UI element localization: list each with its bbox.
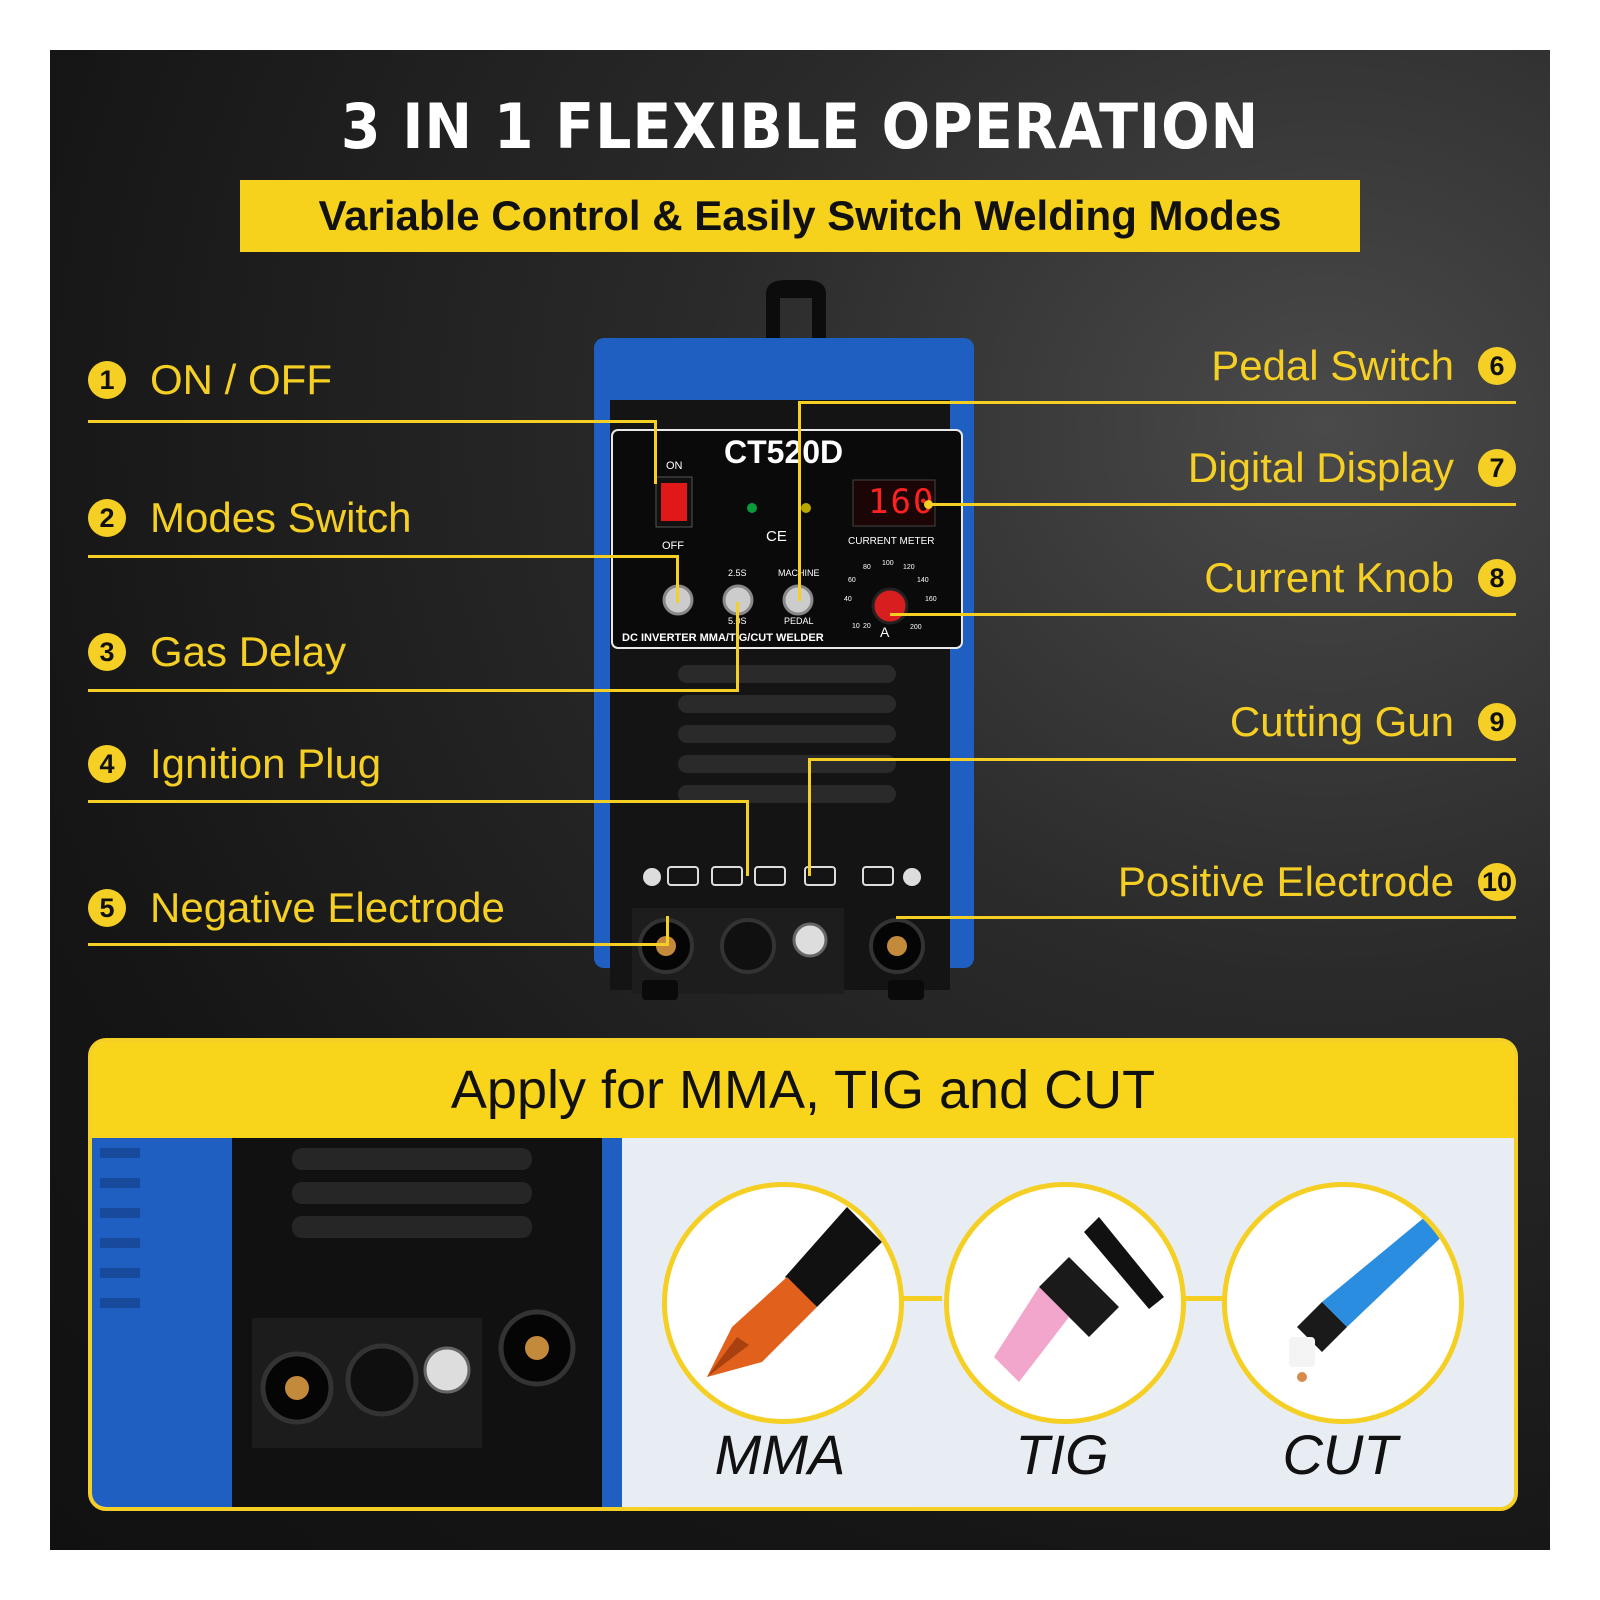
page-title: 3 IN 1 FLEXIBLE OPERATION	[340, 90, 1260, 163]
callout-label: Negative Electrode	[150, 884, 505, 931]
callout-positive-electrode: Positive Electrode 10	[1118, 858, 1516, 906]
digital-display	[852, 479, 936, 527]
knob-scale-140: 140	[917, 577, 929, 584]
callout-number: 5	[88, 889, 126, 927]
panel-footer-label: DC INVERTER MMA/TIG/CUT WELDER	[622, 632, 824, 644]
product-infographic: 3 IN 1 FLEXIBLE OPERATION Variable Contr…	[50, 50, 1550, 1550]
subtitle-banner: Variable Control & Easily Switch Welding…	[240, 180, 1360, 252]
plasma-cutter-icon	[1289, 1207, 1452, 1382]
knob-scale-120: 120	[903, 564, 915, 571]
knob-scale-80: 80	[863, 564, 871, 571]
callout-number: 2	[88, 499, 126, 537]
leader-line	[88, 800, 748, 803]
current-meter-label: CURRENT METER	[848, 536, 935, 547]
callout-label: Cutting Gun	[1229, 698, 1454, 745]
callout-digital-display: Digital Display 7	[1188, 444, 1516, 492]
cutting-gun-socket	[423, 1346, 471, 1394]
cutting-gun-socket	[792, 922, 828, 958]
callout-label: Digital Display	[1187, 444, 1454, 491]
knob-scale-200: 200	[910, 624, 922, 631]
mode-connector	[892, 1296, 942, 1301]
callout-number: 3	[88, 633, 126, 671]
pedal-label: PEDAL	[784, 616, 814, 626]
callout-on-off: 1 ON / OFF	[88, 356, 332, 404]
ignition-socket	[345, 1343, 419, 1417]
callout-label: Gas Delay	[150, 628, 347, 675]
callout-ignition-plug: 4 Ignition Plug	[88, 740, 381, 788]
tig-torch-icon	[994, 1217, 1164, 1382]
tig-circle	[944, 1182, 1186, 1424]
callout-number: 9	[1478, 703, 1516, 741]
knob-scale-100: 100	[882, 560, 894, 567]
apply-section: Apply for MMA, TIG and CUT	[88, 1038, 1518, 1511]
leader-line	[654, 420, 657, 484]
leader-line	[676, 555, 679, 603]
callout-number: 1	[88, 361, 126, 399]
mma-circle	[662, 1182, 904, 1424]
off-label: OFF	[662, 540, 684, 552]
callout-pedal-switch: Pedal Switch 6	[1211, 342, 1516, 390]
callout-modes-switch: 2 Modes Switch	[88, 494, 411, 542]
callout-current-knob: Current Knob 8	[1204, 554, 1516, 602]
callout-gas-delay: 3 Gas Delay	[88, 628, 346, 676]
welder-machine-illustration	[594, 280, 974, 1000]
callout-cutting-gun: Cutting Gun 9	[1230, 698, 1516, 746]
knob-scale-40: 40	[844, 596, 852, 603]
cut-circle	[1222, 1182, 1464, 1424]
gas-delay-top-label: 2.5S	[728, 568, 747, 578]
display-value: 160	[868, 482, 936, 522]
callout-label: ON / OFF	[150, 356, 332, 403]
callout-label: Pedal Switch	[1211, 342, 1454, 389]
ce-mark: CE	[766, 528, 787, 545]
leader-dot	[924, 500, 933, 509]
knob-scale-160: 160	[925, 596, 937, 603]
callout-number: 7	[1478, 449, 1516, 487]
vent-slots	[678, 665, 896, 803]
knob-scale-20: 20	[863, 623, 871, 630]
leader-line	[896, 916, 1516, 919]
leader-line	[88, 689, 738, 692]
callout-number: 8	[1478, 559, 1516, 597]
ampere-label: A	[880, 624, 890, 640]
knob-scale-60: 60	[848, 577, 856, 584]
callout-number: 4	[88, 745, 126, 783]
callout-label: Ignition Plug	[150, 740, 382, 787]
leader-line	[736, 602, 739, 692]
leader-line	[810, 758, 1516, 761]
leader-line	[890, 613, 1516, 616]
mode-label-tig: TIG	[1015, 1423, 1109, 1486]
leader-line	[88, 420, 656, 423]
port-icons	[643, 866, 921, 886]
leader-line	[808, 758, 811, 876]
callout-label: Current Knob	[1204, 554, 1454, 601]
leader-line	[798, 401, 801, 601]
handle-icon	[766, 280, 826, 340]
leader-line	[666, 916, 669, 946]
leader-line	[798, 401, 1516, 404]
ignition-socket	[720, 918, 776, 974]
leader-line	[930, 503, 1516, 506]
mode-label-cut: CUT	[1282, 1423, 1398, 1486]
callout-number: 6	[1478, 347, 1516, 385]
electrode-holder-icon	[707, 1207, 882, 1377]
callout-number: 10	[1478, 863, 1516, 901]
mode-label-mma: MMA	[714, 1423, 846, 1486]
callout-label: Modes Switch	[150, 494, 412, 541]
model-label: CT520D	[724, 434, 844, 470]
leader-line	[88, 555, 678, 558]
machine-closeup-illustration	[92, 1138, 622, 1507]
leader-line	[88, 943, 668, 946]
mode-connector	[1176, 1296, 1226, 1301]
current-knob	[871, 587, 909, 625]
on-label: ON	[666, 460, 683, 472]
callout-label: Positive Electrode	[1117, 858, 1454, 905]
callout-negative-electrode: 5 Negative Electrode	[88, 884, 505, 932]
apply-heading: Apply for MMA, TIG and CUT	[92, 1042, 1514, 1138]
leader-line	[746, 800, 749, 876]
knob-scale-10: 10	[852, 623, 860, 630]
